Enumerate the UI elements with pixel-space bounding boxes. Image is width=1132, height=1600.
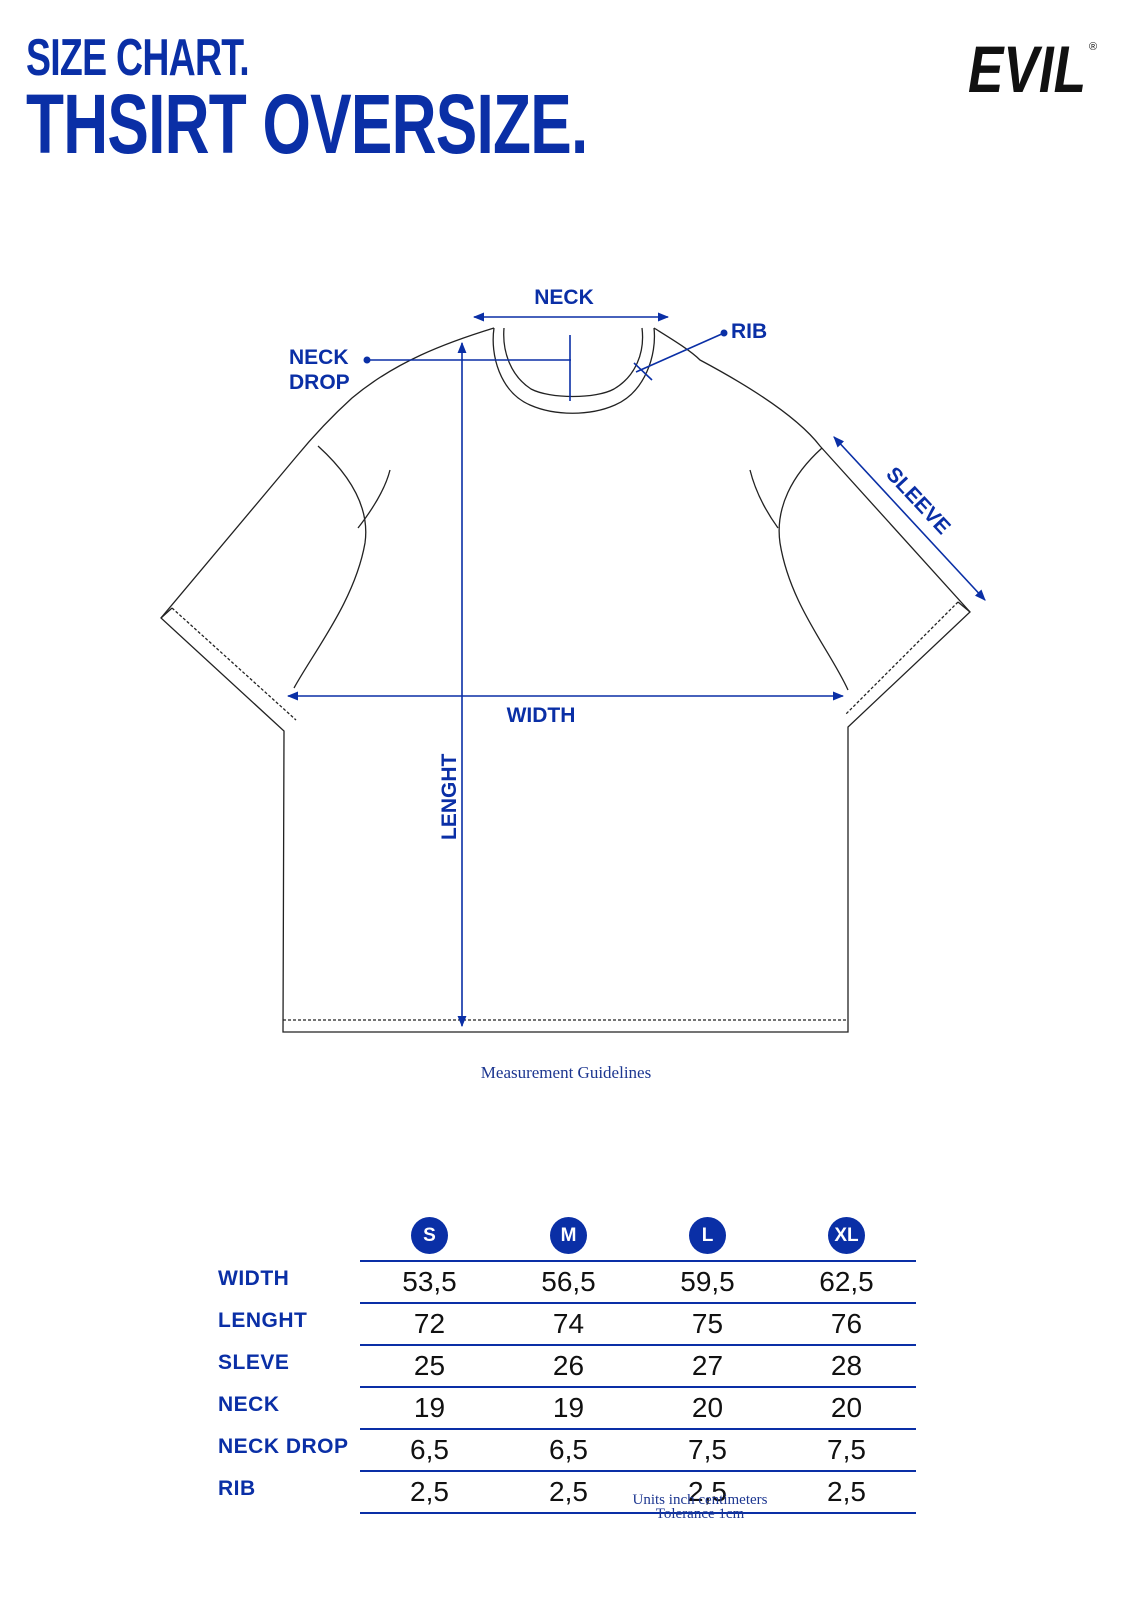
rib-leader (635, 332, 725, 373)
evil-logo: EVIL ® (968, 36, 1097, 100)
neck-drop-label-line-2: DROP (289, 371, 350, 394)
table-cell: 20 (638, 1386, 777, 1429)
rib-measure-line (633, 362, 653, 381)
size-header-m: M (499, 1210, 638, 1261)
sleeve-measure-line (833, 436, 986, 601)
page-title-line-1: SIZE CHART. (26, 29, 250, 87)
table-row: NECK DROP 6,5 6,5 7,5 7,5 (218, 1428, 916, 1471)
row-label: SLEVE (218, 1351, 290, 1374)
rib-label: RIB (731, 320, 767, 343)
table-cell: 76 (777, 1302, 916, 1345)
measurement-guidelines-caption: Measurement Guidelines (480, 1063, 652, 1082)
size-header-xl: XL (777, 1210, 916, 1261)
units-footnote: Units inch centimeters Tolerance 1cm (582, 1492, 818, 1522)
size-header-row: S M L XL (218, 1210, 916, 1261)
logo-registered-mark: ® (1089, 41, 1097, 53)
table-cell: 28 (777, 1344, 916, 1387)
units-line: Units inch centimeters (632, 1492, 768, 1508)
table-cell: 2,5 (499, 1470, 638, 1514)
neck-drop-dot (363, 356, 371, 364)
table-cell: 26 (499, 1344, 638, 1387)
table-cell: 7,5 (638, 1428, 777, 1471)
row-label: RIB (218, 1477, 256, 1500)
rib-dot (720, 329, 728, 337)
row-label: NECK (218, 1393, 280, 1416)
table-cell: 20 (777, 1386, 916, 1429)
table-row: WIDTH 53,5 56,5 59,5 62,5 (218, 1260, 916, 1303)
tshirt-outline (160, 327, 971, 1033)
table-cell: 2,5 (638, 1470, 777, 1514)
table-cell: 56,5 (499, 1260, 638, 1303)
table-cell: 7,5 (777, 1428, 916, 1471)
row-label: LENGHT (218, 1309, 308, 1332)
table-cell: 27 (638, 1344, 777, 1387)
table-cell: 53,5 (360, 1260, 499, 1303)
table-row: NECK 19 19 20 20 (218, 1386, 916, 1429)
table-cell: 75 (638, 1302, 777, 1345)
table-cell: 19 (360, 1386, 499, 1429)
size-header-l: L (638, 1210, 777, 1261)
size-table: S M L XL WIDTH 53,5 56,5 59,5 62,5 LENGH… (218, 1210, 916, 1514)
table-cell: 74 (499, 1302, 638, 1345)
table-row: RIB 2,5 2,5 2,5 2,5 (218, 1470, 916, 1514)
neck-drop-label-line-1: NECK (289, 346, 349, 369)
table-cell: 6,5 (499, 1428, 638, 1471)
measurement-lines (286, 312, 986, 1028)
table-cell: 19 (499, 1386, 638, 1429)
size-badge: XL (828, 1216, 865, 1254)
table-cell: 59,5 (638, 1260, 777, 1303)
size-badge: L (689, 1216, 726, 1254)
table-cell: 6,5 (360, 1428, 499, 1471)
row-label: WIDTH (218, 1267, 290, 1290)
length-label: LENGHT (438, 754, 461, 841)
size-header-empty-cell (218, 1210, 360, 1261)
table-row: LENGHT 72 74 75 76 (218, 1302, 916, 1345)
row-label: NECK DROP (218, 1435, 349, 1458)
logo-text: EVIL (968, 36, 1086, 100)
table-cell: 2,5 (360, 1470, 499, 1514)
table-cell: 25 (360, 1344, 499, 1387)
table-cell: 2,5 (777, 1470, 916, 1514)
table-row: SLEVE 25 26 27 28 (218, 1344, 916, 1387)
size-badge: M (550, 1216, 587, 1254)
table-cell: 62,5 (777, 1260, 916, 1303)
size-header-s: S (360, 1210, 499, 1261)
tolerance-line: Tolerance 1cm (655, 1506, 745, 1522)
size-badge: S (411, 1216, 448, 1254)
page-title-line-2: THSIRT OVERSIZE. (26, 77, 588, 171)
tshirt-measurement-diagram: NECK RIB NECK DROP WIDTH LENGHT SLEEVE (160, 286, 986, 1033)
width-label: WIDTH (507, 704, 576, 727)
neck-label: NECK (534, 286, 594, 309)
table-cell: 72 (360, 1302, 499, 1345)
